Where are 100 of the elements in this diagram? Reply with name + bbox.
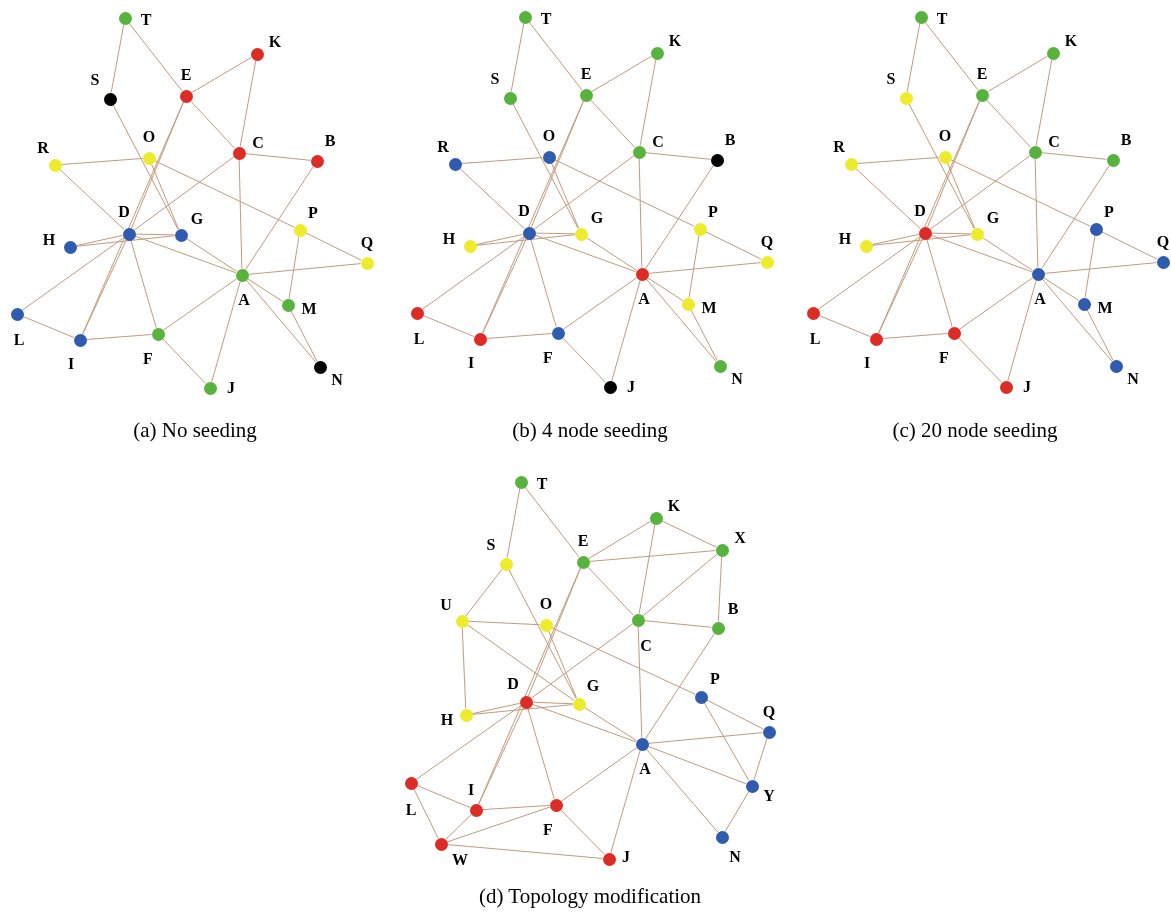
node-letter: P bbox=[710, 671, 720, 687]
edge-line bbox=[151, 163, 179, 230]
graph-node bbox=[1077, 297, 1091, 311]
node-letter: F bbox=[543, 350, 553, 366]
edge-line bbox=[528, 21, 583, 91]
edge-line bbox=[416, 785, 471, 808]
edge-line bbox=[421, 236, 525, 310]
graph-node bbox=[603, 380, 617, 394]
graph-node bbox=[579, 88, 593, 102]
node-letter: K bbox=[668, 33, 682, 49]
graph-node bbox=[142, 151, 156, 165]
edge-line bbox=[75, 235, 176, 247]
edge-line bbox=[135, 233, 175, 236]
graph-node bbox=[122, 227, 136, 241]
edge-line bbox=[21, 237, 125, 311]
node-letter: Y bbox=[763, 788, 775, 804]
edge-line bbox=[930, 234, 1033, 273]
edge-line bbox=[584, 707, 637, 741]
graph-node bbox=[602, 852, 616, 866]
edge-line bbox=[638, 523, 656, 615]
edge-line bbox=[211, 280, 241, 383]
node-letter: I bbox=[467, 782, 475, 798]
node-letter: O bbox=[542, 128, 556, 144]
node-letter: N bbox=[731, 371, 743, 387]
node-letter: J bbox=[1023, 379, 1031, 395]
graph-node bbox=[715, 543, 729, 557]
node-letter: W bbox=[452, 852, 468, 868]
graph-node bbox=[859, 239, 873, 253]
edge-line bbox=[1007, 279, 1037, 382]
edge-line bbox=[531, 703, 637, 743]
node-letter: D bbox=[118, 204, 130, 220]
node-letter: Q bbox=[762, 704, 776, 720]
edge-line bbox=[647, 745, 747, 785]
node-letter: I bbox=[67, 356, 75, 372]
graph-node bbox=[914, 10, 928, 24]
graph-node bbox=[1031, 267, 1045, 281]
edge-line bbox=[61, 158, 143, 165]
edge-line bbox=[871, 233, 920, 246]
graph-node bbox=[1106, 153, 1120, 167]
node-letter: G bbox=[586, 678, 600, 694]
node-letter: H bbox=[42, 232, 56, 248]
edge-line bbox=[981, 237, 1034, 271]
graph-node bbox=[844, 157, 858, 171]
edge-line bbox=[486, 333, 552, 339]
node-letter: A bbox=[639, 761, 651, 777]
edge-line bbox=[466, 624, 575, 701]
edge-line bbox=[661, 520, 717, 548]
panel-caption: (a) No seeding bbox=[133, 417, 257, 445]
node-letter: D bbox=[507, 676, 519, 692]
graph-node bbox=[503, 91, 517, 105]
graph-node bbox=[448, 157, 462, 171]
edge-line bbox=[703, 702, 750, 781]
edge-line bbox=[459, 167, 525, 230]
graph-node bbox=[635, 267, 649, 281]
edge-line bbox=[551, 162, 579, 229]
node-letter: U bbox=[440, 597, 452, 613]
edge-line bbox=[59, 168, 125, 231]
edge-line bbox=[305, 232, 362, 261]
node-letter: T bbox=[540, 11, 552, 27]
edge-line bbox=[638, 158, 643, 268]
edge-line bbox=[931, 232, 971, 235]
node-letter: J bbox=[227, 380, 235, 396]
edge-line bbox=[471, 702, 521, 715]
node-letter: S bbox=[886, 71, 896, 87]
panel-caption: (c) 20 node seeding bbox=[892, 417, 1058, 445]
graph-node bbox=[635, 737, 649, 751]
edge-line bbox=[238, 159, 243, 269]
graph-node bbox=[455, 614, 469, 628]
graph-node bbox=[73, 333, 87, 347]
node-letter: X bbox=[734, 530, 746, 546]
graph-node bbox=[947, 326, 961, 340]
edge-line bbox=[985, 99, 1032, 148]
node-letter: E bbox=[180, 67, 192, 83]
edge-line bbox=[818, 315, 871, 337]
graph-node bbox=[970, 227, 984, 241]
edge-line bbox=[531, 100, 584, 228]
graph-node bbox=[551, 326, 565, 340]
node-letter: B bbox=[324, 133, 336, 149]
edge-line bbox=[162, 338, 206, 384]
edge-line bbox=[75, 234, 124, 247]
panel-caption: (b) 4 node seeding bbox=[512, 417, 668, 445]
graph-node bbox=[103, 92, 117, 106]
edge-line bbox=[753, 737, 768, 781]
node-letter: H bbox=[442, 231, 456, 247]
edge-line bbox=[128, 22, 183, 92]
edge-line bbox=[645, 748, 719, 833]
edge-line bbox=[1034, 158, 1039, 268]
edge-line bbox=[1101, 231, 1158, 260]
edge-line bbox=[134, 235, 237, 274]
edge-line bbox=[461, 157, 543, 164]
edge-line bbox=[950, 159, 1091, 227]
graph-node bbox=[360, 256, 374, 270]
node-letter: C bbox=[1048, 134, 1060, 150]
edge-line bbox=[475, 233, 524, 246]
edge-line bbox=[247, 263, 362, 275]
graph-node bbox=[151, 327, 165, 341]
edge-line bbox=[871, 234, 972, 246]
edge-line bbox=[643, 620, 713, 628]
edge-line bbox=[478, 707, 524, 805]
edge-line bbox=[855, 167, 921, 230]
